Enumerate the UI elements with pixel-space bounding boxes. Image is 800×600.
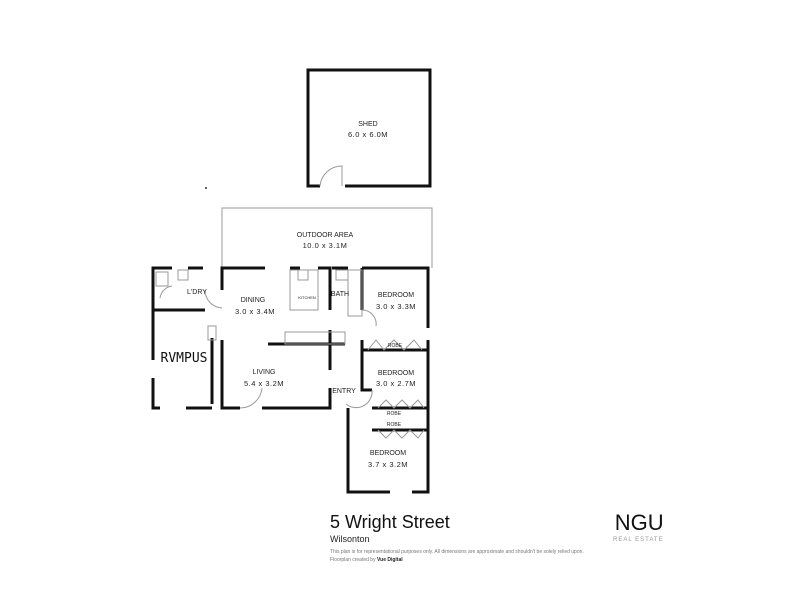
- bedroom1-size: 3.0 x 3.3M: [376, 302, 416, 311]
- bedroom2-size: 3.0 x 2.7M: [376, 379, 416, 388]
- living-size: 5.4 x 3.2M: [244, 379, 284, 388]
- disclaimer-text: This plan is for representational purpos…: [330, 549, 584, 555]
- kitchen-label: KITCHEN: [298, 295, 316, 300]
- bedroom3-size: 3.7 x 3.2M: [368, 460, 408, 469]
- bath-label: BATH: [331, 291, 349, 298]
- credit-prefix: Floorplan created by: [330, 557, 376, 563]
- robe1-label: ROBE: [388, 343, 403, 349]
- brand-tagline: REAL ESTATE: [613, 537, 664, 543]
- outdoor-area: OUTDOOR AREA 10.0 x 3.1M: [221, 207, 433, 268]
- credit-name: Vue Digital: [376, 557, 403, 563]
- bedroom2-label: BEDROOM: [378, 370, 414, 377]
- fixtures: [155, 269, 425, 439]
- robe2-label: ROBE: [387, 411, 402, 417]
- suburb: Wilsonton: [330, 534, 370, 544]
- dining-label: DINING: [241, 297, 266, 304]
- entry-label: ENTRY: [332, 388, 356, 395]
- house-walls: [151, 266, 430, 494]
- bedroom3-label: BEDROOM: [370, 450, 406, 457]
- robe3-label: ROBE: [387, 422, 402, 428]
- rumpus-label: RVMPUS: [161, 351, 208, 366]
- brand-logo: NGU REAL ESTATE: [613, 510, 664, 544]
- address-title: 5 Wright Street: [330, 512, 450, 532]
- shed-size: 6.0 x 6.0M: [348, 130, 388, 139]
- disclaimer: This plan is for representational purpos…: [330, 548, 690, 564]
- shed: SHED 6.0 x 6.0M: [306, 68, 432, 188]
- laundry-label: L'DRY: [187, 289, 207, 296]
- bedroom1-label: BEDROOM: [378, 292, 414, 299]
- dining-size: 3.0 x 3.4M: [235, 307, 275, 316]
- outdoor-size: 10.0 x 3.1M: [303, 241, 348, 250]
- brand-name: NGU: [614, 510, 664, 535]
- footer: 5 Wright Street Wilsonton This plan is f…: [330, 512, 690, 564]
- living-label: LIVING: [253, 369, 276, 376]
- shed-label: SHED: [358, 121, 377, 128]
- outdoor-label: OUTDOOR AREA: [297, 232, 354, 239]
